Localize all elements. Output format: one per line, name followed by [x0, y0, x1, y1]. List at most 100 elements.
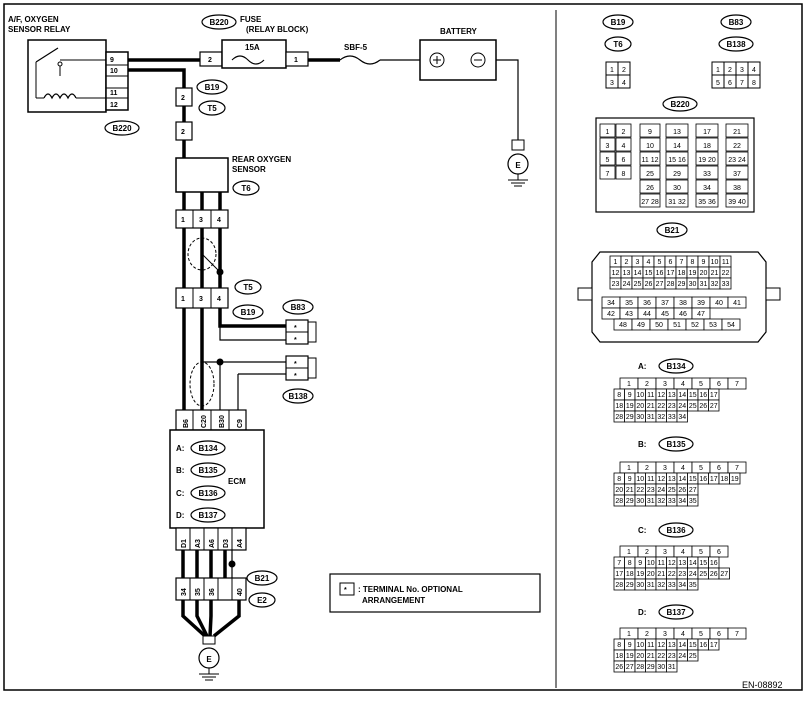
b220-cell [725, 193, 749, 208]
svg-text:B136: B136 [666, 526, 686, 535]
sbf5-label: SBF-5 [344, 43, 368, 52]
b136-pin-label: 23 [678, 571, 686, 578]
b220-pin-label: 14 [673, 143, 681, 150]
b137-pin-label: 20 [636, 653, 644, 660]
ecm-label: ECM [228, 477, 246, 486]
b220-pin-label: 31 32 [668, 199, 686, 206]
b220-cell [695, 165, 719, 180]
b220-cell [639, 137, 661, 152]
b134-pin-label: 17 [710, 392, 718, 399]
b136-pin-label: 32 [657, 582, 665, 589]
b137-pin-label: 7 [735, 631, 739, 638]
b136-pin-label: 31 [647, 582, 655, 589]
b137-cell [687, 649, 699, 662]
b135-pin-label: 7 [735, 465, 739, 472]
svg-text:D3: D3 [223, 539, 230, 548]
b21-pin-label: 5 [658, 259, 662, 266]
b220-pin-label: 39 40 [728, 199, 746, 206]
b220-pin-label: 10 [646, 143, 654, 150]
b138-optional-connector: * * B138 [282, 355, 317, 404]
b137-pin-label: 15 [689, 642, 697, 649]
b135-cell [687, 494, 699, 507]
battery: BATTERY [419, 27, 497, 81]
b19-t5-connector-top: 2 B19 T5 2 [175, 79, 228, 141]
b136-pin-label: 30 [636, 582, 644, 589]
b220-pin-label: 7 [606, 171, 610, 178]
b220-pin-label: 29 [673, 171, 681, 178]
b21-pin-label: 27 [656, 281, 664, 288]
b135-pin-label: 18 [720, 476, 728, 483]
battery-label: BATTERY [440, 27, 478, 36]
svg-text:4: 4 [752, 67, 756, 74]
b21-pin-label: 7 [680, 259, 684, 266]
fuse-connector-id: B220 [209, 18, 229, 27]
svg-text:B6: B6 [183, 419, 190, 428]
b137-pin-label: 25 [689, 653, 697, 660]
b135-pin-label: 20 [615, 487, 623, 494]
svg-text:36: 36 [209, 588, 216, 596]
svg-text:6: 6 [728, 80, 732, 87]
relay-label-line1: A/F, OXYGEN [8, 15, 59, 24]
b135-pin-label: 6 [717, 465, 721, 472]
b21-pin-label: 51 [673, 322, 681, 329]
b136-pin-label: 26 [710, 571, 718, 578]
svg-text:*: * [294, 361, 297, 368]
b220-cell [725, 137, 749, 152]
legend-line1: : TERMINAL No. OPTIONAL [358, 585, 463, 594]
b136-cell [687, 578, 699, 591]
svg-text:B21: B21 [665, 226, 680, 235]
b220-cell [695, 123, 719, 138]
b134-pin-label: 7 [735, 381, 739, 388]
b137-pin-label: 10 [636, 642, 644, 649]
b21-pin-label: 23 [612, 281, 620, 288]
b220-pin-label: 8 [622, 171, 626, 178]
b135-pin-label: 25 [668, 487, 676, 494]
b220-pin-label: 34 [703, 185, 711, 192]
b136-pin-label: 8 [628, 560, 632, 567]
svg-text:B21: B21 [255, 574, 270, 583]
relay-connector-badge [104, 120, 140, 136]
svg-text:7: 7 [740, 80, 744, 87]
svg-text:2: 2 [181, 95, 185, 102]
b137-pin-label: 21 [647, 653, 655, 660]
b134-pin-label: 23 [668, 403, 676, 410]
b220-pin-label: 15 16 [668, 157, 686, 164]
b135-pin-label: 27 [689, 487, 697, 494]
b21-pin-label: 21 [711, 270, 719, 277]
b21-pin-label: 41 [733, 300, 741, 307]
svg-text:1: 1 [610, 67, 614, 74]
b21-pin-label: 33 [722, 281, 730, 288]
b220-cell [665, 137, 689, 152]
b220-cell [665, 179, 689, 194]
b136-pin-label: 11 [658, 560, 665, 567]
svg-text:3: 3 [740, 67, 744, 74]
b136-pin-label: 27 [720, 571, 728, 578]
svg-text:B19: B19 [241, 308, 256, 317]
b220-pin-label: 37 [733, 171, 741, 178]
svg-text:B137: B137 [198, 511, 218, 520]
b135-pin-label: 19 [731, 476, 739, 483]
b136-pin-label: 10 [647, 560, 655, 567]
svg-text:B:: B: [176, 466, 184, 475]
b21-cell [719, 277, 732, 290]
b134-cell [676, 410, 688, 423]
b134-pin-label: 12 [657, 392, 665, 399]
b136-pin-label: 24 [689, 571, 697, 578]
b21-pin-label: 43 [625, 311, 633, 318]
b136-pin-label: 29 [626, 582, 634, 589]
b21-pin-label: 26 [645, 281, 653, 288]
b220-cell [665, 165, 689, 180]
svg-text:C:: C: [638, 526, 646, 535]
relay-label-line2: SENSOR RELAY [8, 25, 71, 34]
svg-text:B138: B138 [726, 40, 746, 49]
b220-pin-label: 22 [733, 143, 741, 150]
b83-optional-connector: B83 * * [282, 299, 317, 345]
sbf5-fusible-link: SBF-5 [339, 43, 381, 65]
b21-pin-label: 25 [634, 281, 642, 288]
b220-pin-label: 2 [622, 129, 626, 136]
svg-text:B138: B138 [288, 392, 308, 401]
b21-pin-label: 34 [607, 300, 615, 307]
